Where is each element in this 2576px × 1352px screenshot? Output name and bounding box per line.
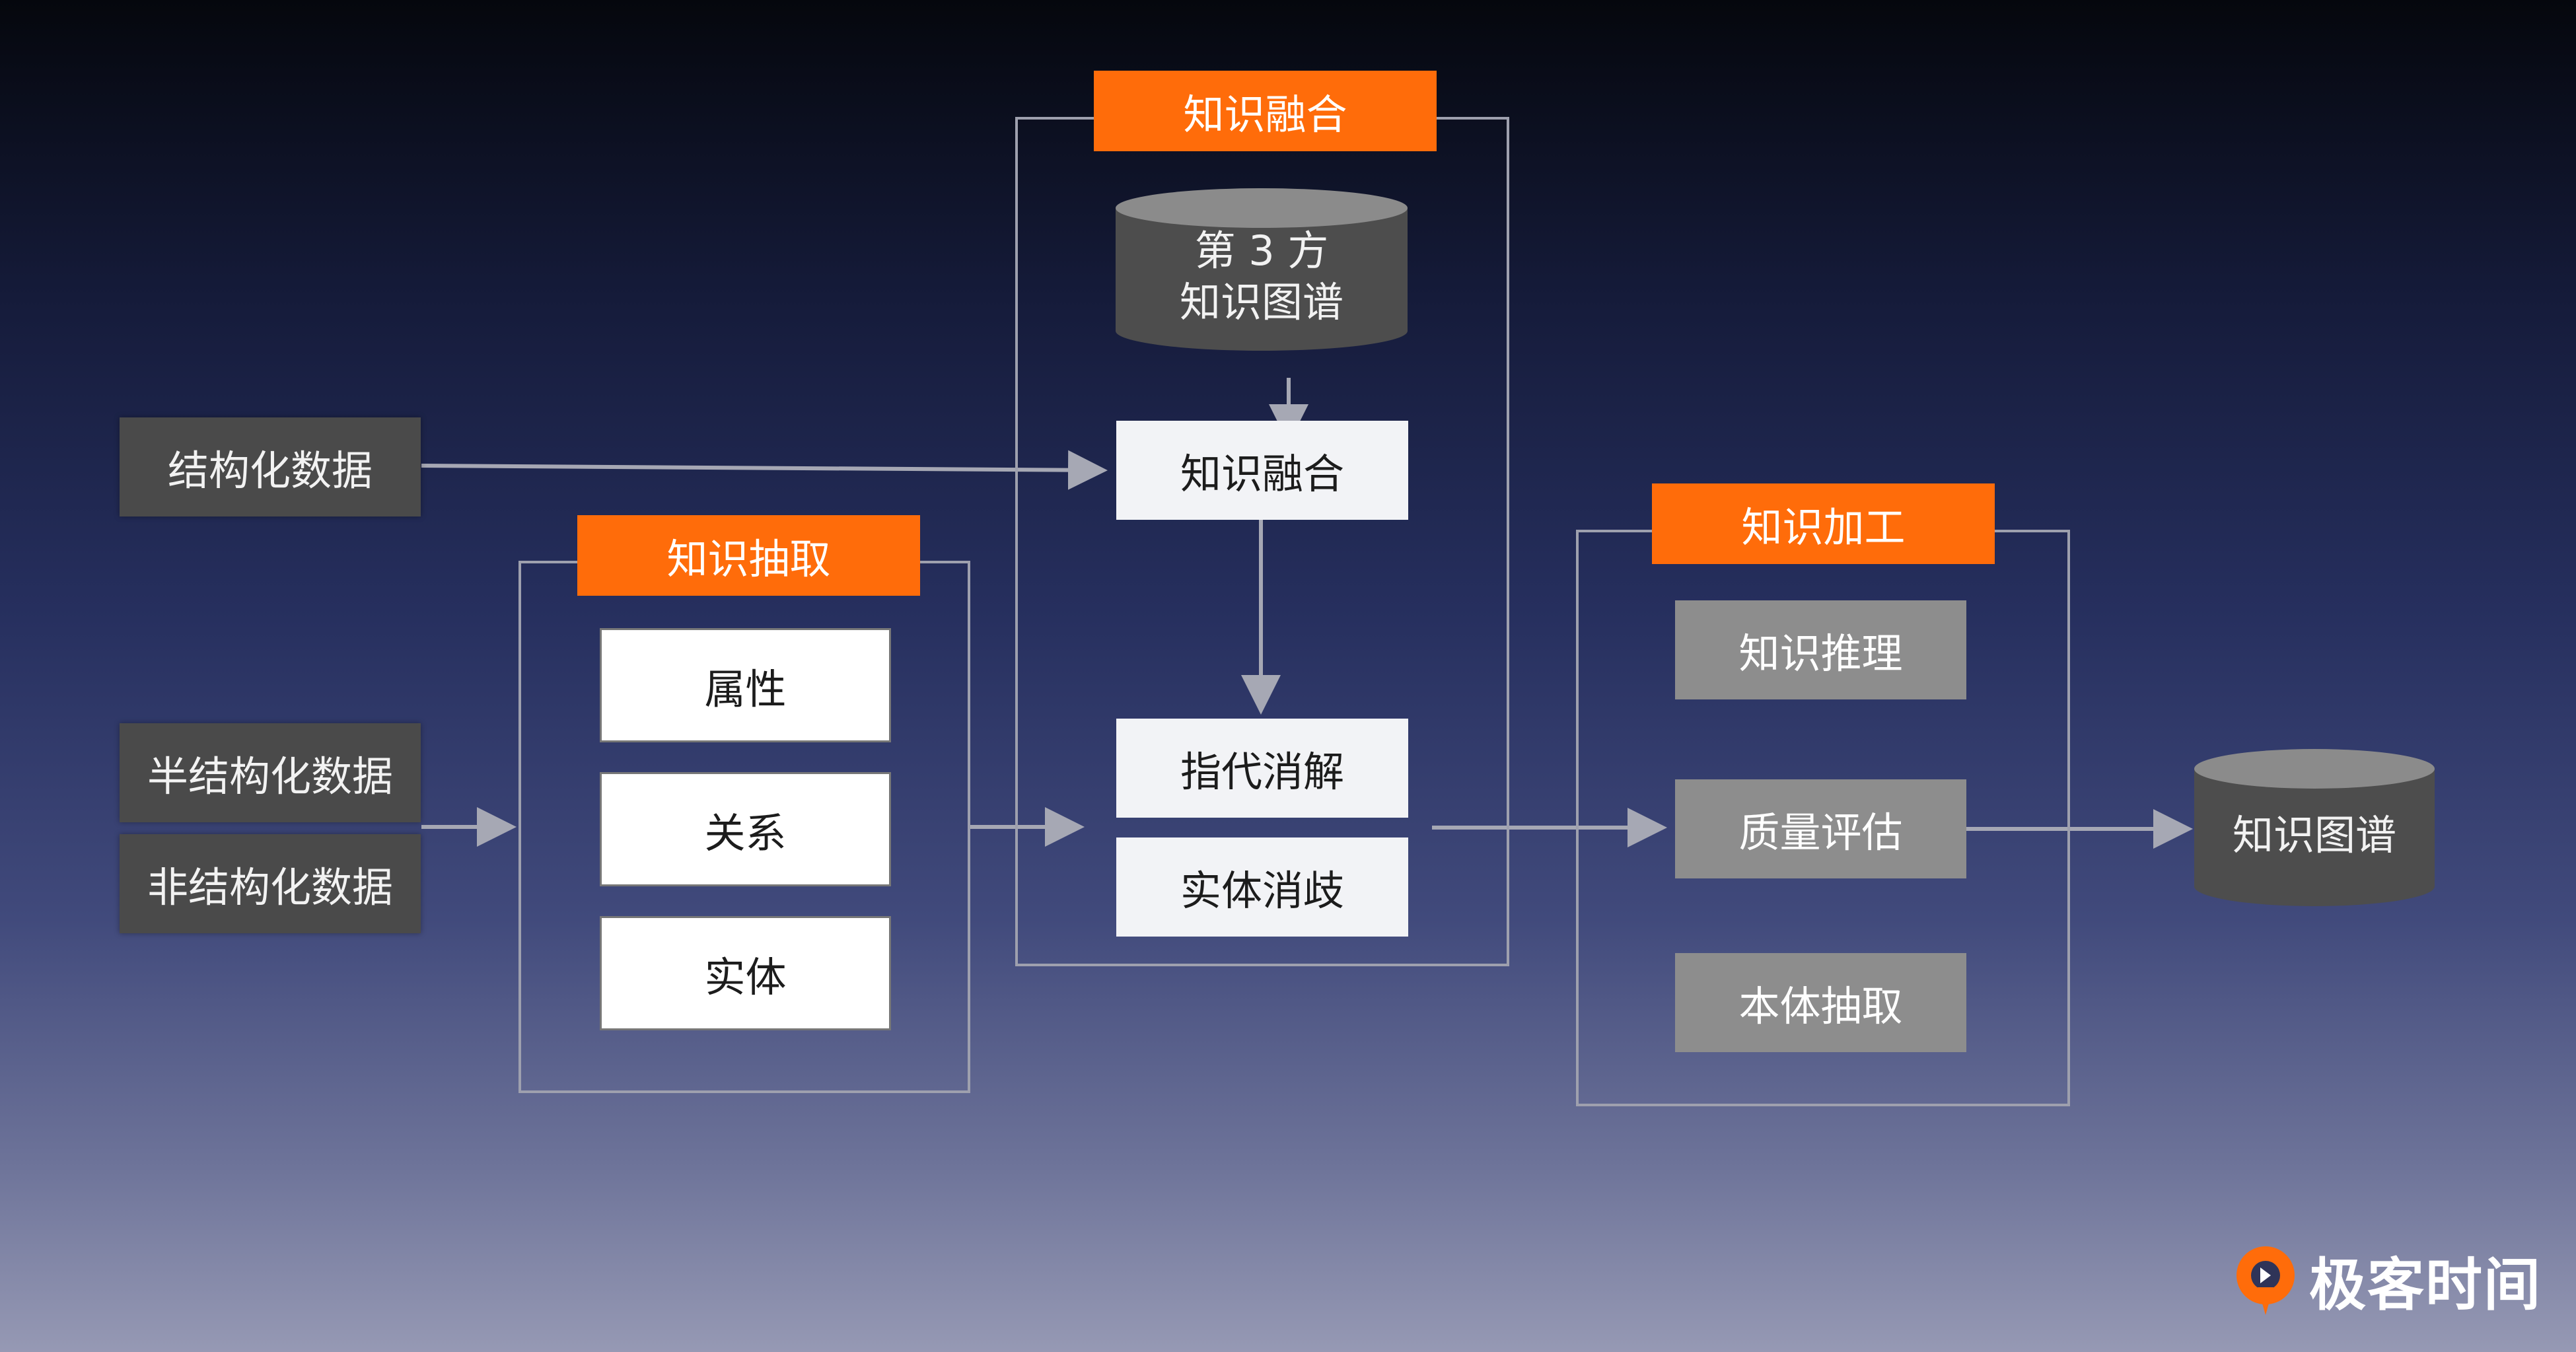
brand-logo-icon (2236, 1246, 2295, 1315)
unstructured-data-box: 非结构化数据 (120, 834, 421, 933)
knowledge-graph-label: 知识图谱 (2232, 811, 2396, 859)
fusion-box: 知识融合 (1116, 421, 1408, 520)
third-party-kg-cylinder: 第 3 方 知识图谱 (1114, 187, 1409, 352)
third-party-kg-label-line1: 第 3 方 (1194, 227, 1329, 275)
database-icon (1116, 188, 1408, 351)
fusion-box-label: 知识融合 (1180, 450, 1344, 498)
database-icon (2194, 749, 2435, 906)
fusion-group-title: 知识融合 (1094, 71, 1437, 151)
quality-assessment-box: 质量评估 (1675, 779, 1966, 878)
unstructured-data-label: 非结构化数据 (147, 863, 393, 911)
brand-logo: 极客时间 (2231, 1236, 2561, 1322)
third-party-kg-label-line2: 知识图谱 (1179, 278, 1343, 326)
ontology-extraction-box: 本体抽取 (1675, 953, 1966, 1052)
processing-item-label: 本体抽取 (1738, 982, 1903, 1030)
processing-group-title: 知识加工 (1652, 483, 1995, 564)
coreference-resolution-label: 指代消解 (1180, 748, 1344, 796)
extraction-item-relation: 关系 (600, 772, 891, 886)
structured-data-label: 结构化数据 (167, 446, 373, 495)
extraction-item-label: 关系 (704, 808, 787, 857)
structured-data-box: 结构化数据 (120, 417, 421, 516)
processing-item-label: 知识推理 (1738, 629, 1903, 678)
coreference-resolution-box: 指代消解 (1116, 719, 1408, 818)
fusion-title-text: 知识融合 (1183, 90, 1347, 139)
extraction-item-label: 属性 (704, 664, 787, 713)
arrow-structured-to-fusion (421, 450, 1108, 490)
knowledge-reasoning-box: 知识推理 (1675, 600, 1966, 699)
entity-disambiguation-box: 实体消歧 (1116, 837, 1408, 937)
processing-item-label: 质量评估 (1738, 808, 1903, 857)
extraction-item-attribute: 属性 (600, 628, 891, 742)
entity-disambiguation-label: 实体消歧 (1180, 867, 1344, 915)
brand-name: 极客时间 (2309, 1252, 2542, 1318)
extraction-item-label: 实体 (704, 952, 787, 1001)
semi-structured-data-label: 半结构化数据 (147, 752, 393, 801)
processing-title-text: 知识加工 (1741, 503, 1906, 551)
extraction-item-entity: 实体 (600, 916, 891, 1030)
knowledge-graph-cylinder: 知识图谱 (2193, 748, 2436, 907)
extraction-title-text: 知识抽取 (666, 535, 831, 583)
extraction-group-title: 知识抽取 (577, 515, 920, 596)
semi-structured-data-box: 半结构化数据 (120, 723, 421, 822)
